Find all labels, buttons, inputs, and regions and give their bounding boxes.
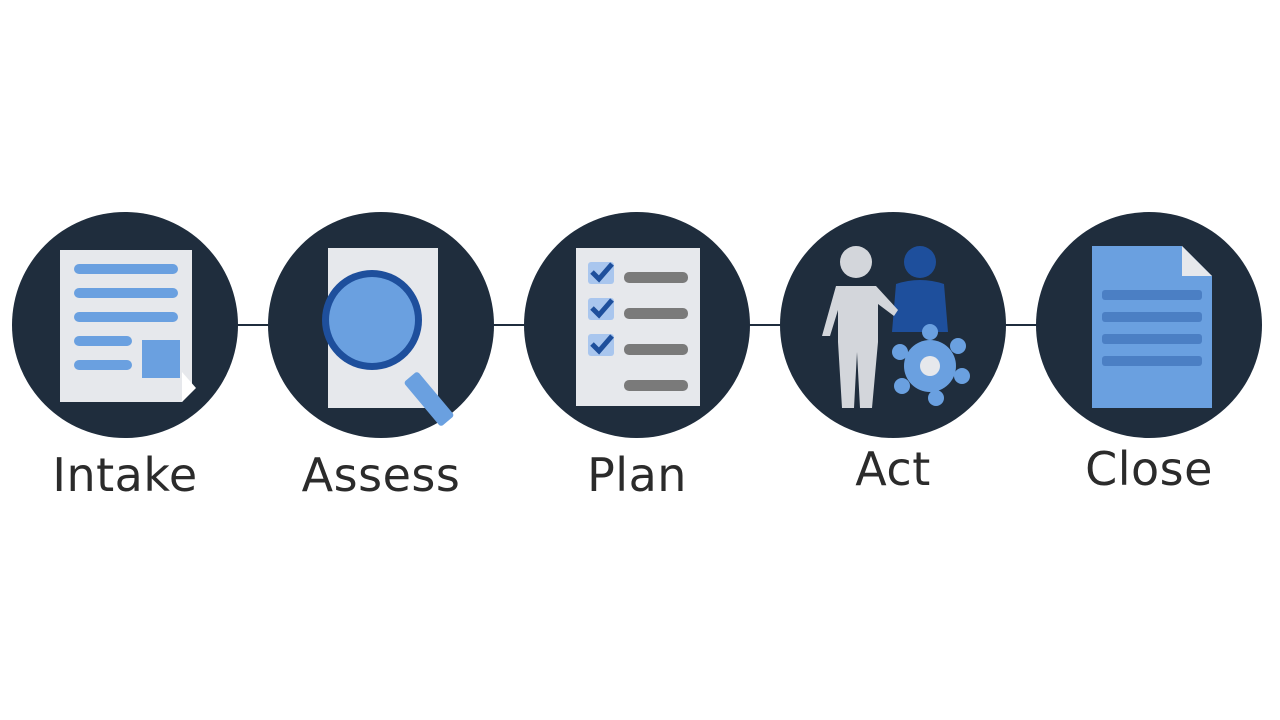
step-label: Intake	[52, 448, 198, 502]
step-disc	[1036, 212, 1262, 438]
step-label: Act	[855, 442, 931, 496]
form-document-icon	[60, 250, 196, 402]
connector-line	[236, 324, 272, 326]
people-gear-icon	[822, 246, 970, 408]
step-label: Plan	[587, 448, 687, 502]
step-act: Act	[778, 212, 1008, 496]
connector-line	[1004, 324, 1040, 326]
connector-line	[748, 324, 784, 326]
closed-document-icon	[1092, 246, 1212, 408]
magnifier-document-icon	[322, 248, 454, 426]
step-disc	[780, 212, 1006, 438]
step-label: Close	[1085, 442, 1213, 496]
step-disc	[524, 212, 750, 438]
step-label: Assess	[301, 448, 461, 502]
step-disc	[12, 212, 238, 438]
connector-line	[492, 324, 528, 326]
step-disc	[268, 212, 494, 438]
step-close: Close	[1034, 212, 1264, 496]
checklist-icon	[576, 248, 700, 406]
step-assess: Assess	[266, 212, 496, 502]
step-intake: Intake	[10, 212, 240, 502]
step-plan: Plan	[522, 212, 752, 502]
